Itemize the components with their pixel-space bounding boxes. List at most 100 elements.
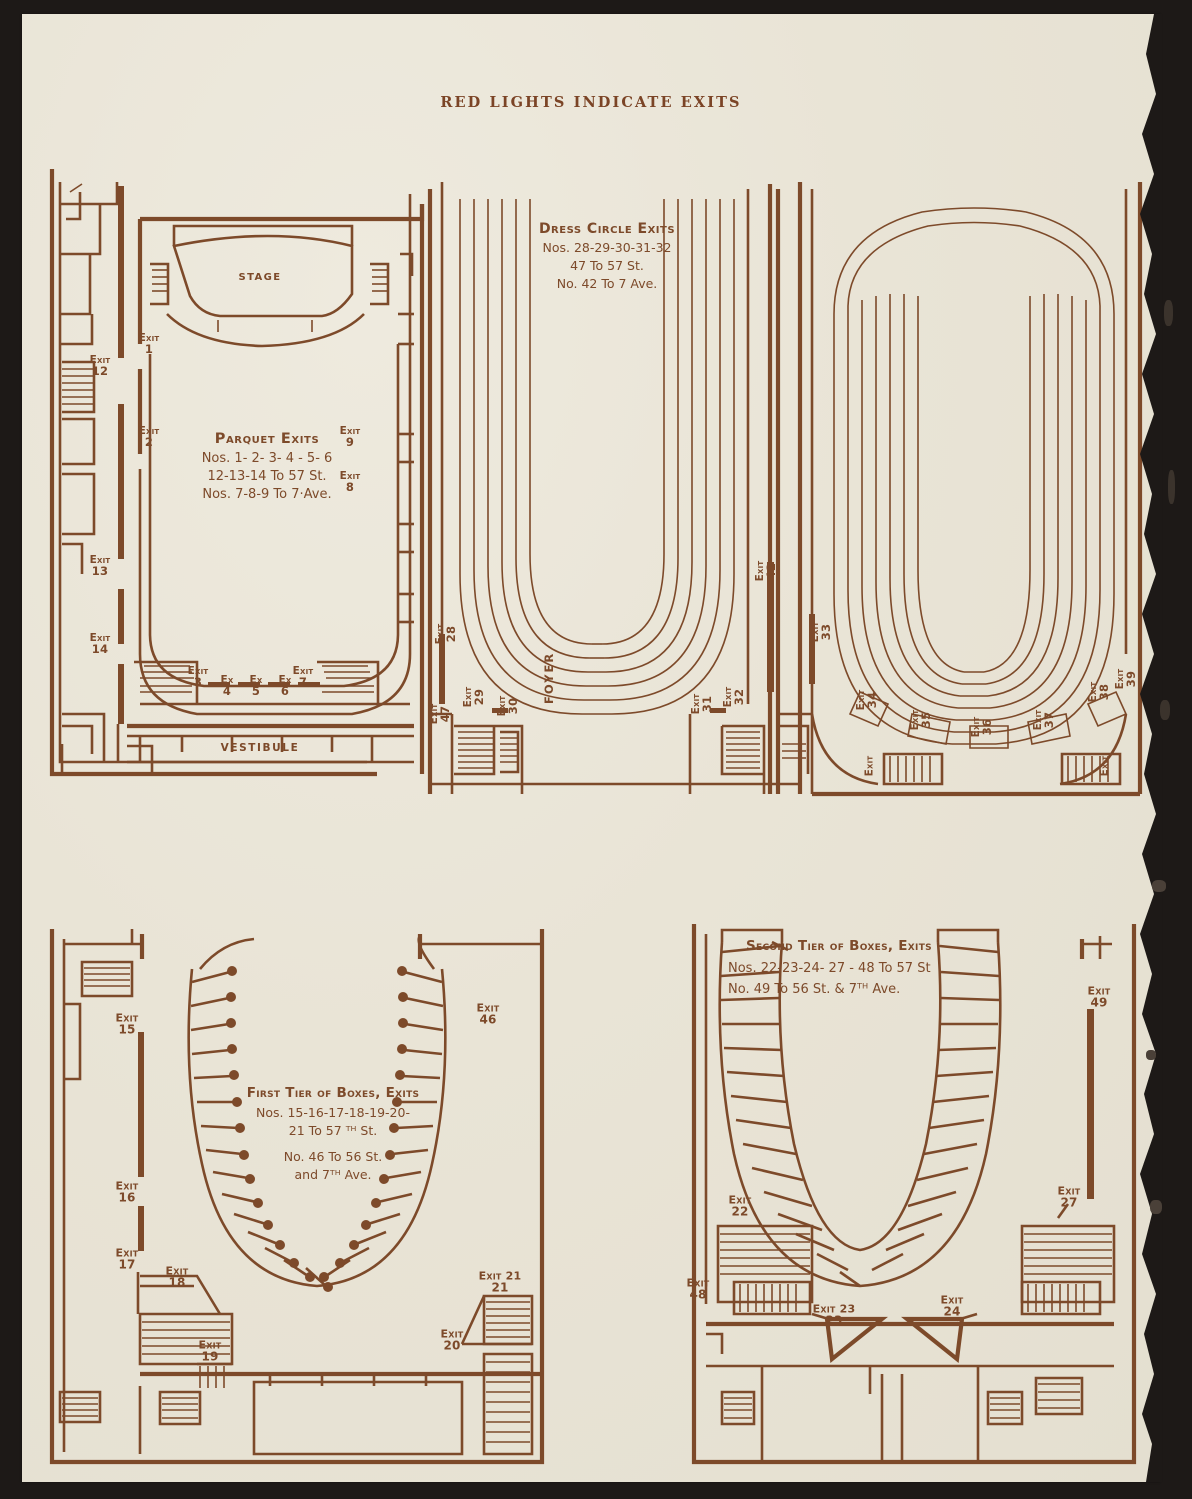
exit-word: Exit — [940, 1293, 964, 1307]
exit-number: 33 — [818, 623, 833, 641]
exit-word: Exit — [89, 631, 111, 644]
exit-number: 24 — [943, 1304, 961, 1319]
exit-number: 17 — [118, 1257, 136, 1272]
parquet-line-2: 12-13-14 To 57 St. — [207, 469, 327, 485]
second-tier-line-2: No. 49 To 56 St. & 7ᵀᴴ Ave. — [728, 981, 901, 997]
exit-word: Exit — [476, 1001, 500, 1015]
room-label-stage: STAGE — [238, 272, 282, 283]
exit-number: 49 — [1090, 995, 1108, 1010]
parquet-line-3: Nos. 7-8-9 To 7·Ave. — [202, 487, 332, 503]
exit-number: 13 — [91, 563, 109, 578]
exit-number: 20 — [443, 1338, 461, 1353]
exit-number: 16 — [118, 1190, 136, 1205]
exit-number: 1 — [144, 341, 154, 356]
exit-word: Ex — [278, 673, 292, 686]
second-tier-line-1: Nos. 22-23-24- 27 - 48 To 57 St — [728, 960, 931, 976]
exit-word: Exit — [339, 424, 361, 437]
exit-number: 2 — [144, 434, 154, 449]
exit-word: Exit — [339, 469, 361, 482]
dress-circle-line-3: No. 42 To 7 Ave. — [556, 276, 658, 292]
exit-word: Exit — [138, 331, 160, 344]
exit-number: 31 — [699, 695, 714, 713]
paper-sheet: RED LIGHTS INDICATE EXITS .s{fill:none;s… — [22, 14, 1162, 1482]
exit-word: Exit — [728, 1193, 752, 1207]
page-title: RED LIGHTS INDICATE EXITS — [440, 94, 742, 111]
exit-number: 8 — [345, 479, 355, 494]
room-label-foyer: FOYER — [542, 651, 556, 704]
second-tier-title: Second Tier of Boxes, Exits - — [746, 938, 943, 954]
exit-word: Exit — [1087, 984, 1111, 998]
scan-speck — [1164, 300, 1173, 326]
exit-word: Exit — [187, 664, 209, 677]
exit-word: Ex — [249, 673, 263, 686]
exit-word: Exit — [89, 353, 111, 366]
exit-number: 5 — [251, 683, 261, 698]
exit-number: 9 — [345, 434, 355, 449]
exit-word: Exit — [115, 1179, 139, 1193]
scan-speck — [1168, 470, 1175, 504]
exit-number: 15 — [118, 1022, 136, 1037]
exit-number: 35 — [918, 711, 933, 729]
exit-label-x: Exit — [863, 755, 876, 777]
first-tier-title-block: First Tier of Boxes, Exits Nos. 15-16-17… — [218, 1084, 448, 1184]
exit-word: Exit — [89, 553, 111, 566]
exit-word: Exit — [138, 424, 160, 437]
room-label-vestibule: VESTIBULE — [220, 742, 300, 754]
exit-number: 23 — [825, 1313, 843, 1328]
scan-speck — [1150, 1200, 1162, 1214]
exit-word: Exit 23 — [812, 1302, 856, 1316]
torn-edge — [1132, 14, 1162, 1482]
exit-number: 48 — [689, 1287, 707, 1302]
exit-word: Exit — [1057, 1184, 1081, 1198]
exit-number: 42 — [763, 562, 778, 580]
exit-number: 4 — [222, 683, 232, 698]
first-tier-line-3: No. 46 To 56 St. — [283, 1148, 383, 1164]
exit-number: 12 — [91, 363, 109, 378]
exit-word: Exit — [1098, 755, 1111, 777]
exit-number: 3 — [193, 674, 203, 689]
exit-number: 28 — [443, 625, 458, 643]
exit-word: Exit — [440, 1327, 464, 1341]
exit-number: 30 — [505, 697, 520, 715]
scan-speck — [1152, 880, 1166, 892]
first-tier-title: First Tier of Boxes, Exits — [246, 1085, 420, 1101]
exit-word: Exit — [115, 1011, 139, 1025]
exit-word: Exit — [198, 1338, 222, 1352]
exit-number: 36 — [979, 718, 994, 736]
exit-number: 18 — [168, 1275, 186, 1290]
exit-number: 38 — [1096, 683, 1111, 701]
exit-word: Exit — [863, 755, 876, 777]
first-tier-line-2: 21 To 57 ᵀᴴ St. — [288, 1122, 378, 1138]
exit-number: 46 — [479, 1012, 497, 1027]
exit-word: Exit — [165, 1264, 189, 1278]
first-tier-line-4: and 7ᵀᴴ Ave. — [294, 1166, 372, 1182]
